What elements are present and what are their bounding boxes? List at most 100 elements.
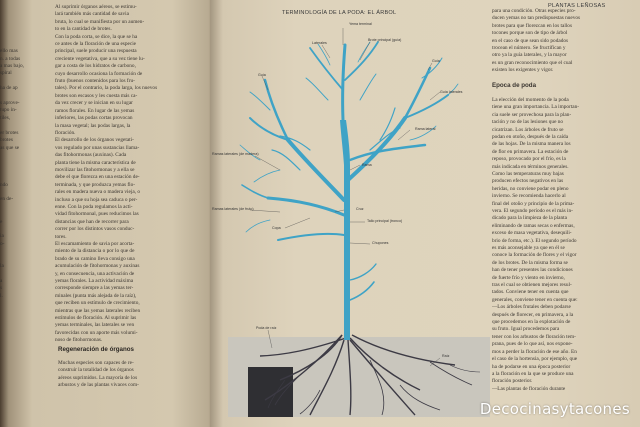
text-line: exceso de masa vegetativa, desequili- [492,230,572,237]
text-line: tados. Conviene tener en cuenta que [492,289,569,296]
text-line: distancias que han de recorrer para [55,218,129,225]
text-line: das fitohormonas (auxinas). Cada [55,152,127,159]
watermark: Decocinasytacones [479,400,630,418]
text-line [492,89,630,96]
label-chupones: Chupones [372,241,389,245]
text-line: Como las temperaturas muy bajas [492,170,564,177]
text-line: aéreos suprimidos. La mayoría de los [58,374,138,381]
text-line: conoce la formación de flores y el vigor [492,252,577,259]
text-line: a la floración en la que se produce una [492,370,574,377]
text-line: El desarrollo de los órganos vegetati- [55,137,134,144]
label-rama-lateral: Rama lateral [415,127,436,131]
text-line: Con la poda corta, se dice, la que se ha [55,33,138,40]
text-line: acumulación de fitohormonas y auxinas [55,263,140,270]
text-line: trocean el número. Se fructifican y [492,45,566,52]
text-line: la masa vegetal; las podas largas, la [55,122,131,129]
text-line: s aprove- [0,100,20,107]
text-line: otro ya la guía laterales, y la mayor [492,52,567,59]
text-line: mientras que las yemas laterales reciben [55,307,141,314]
text-line: que procedemos en la explotación de [492,319,571,326]
text-line: vidad fitohormonal, pues reducimos las [55,211,139,218]
text-line: de flor en primavera. La estación de [492,148,569,155]
text-line: brotes [0,137,13,144]
text-line: e [0,218,3,225]
text-line: cuyo desarrollo ocasiona la formación de [55,70,143,77]
section-heading-epoca-de-poda: Época de poda [492,82,537,90]
text-line: tores. [55,233,67,240]
text-line: noso de fitohormonas. [55,337,103,344]
text-line: de los brotes. De la misma forma se [492,259,568,266]
text-line [0,256,26,263]
text-line: principal, suele producir una respuesta [55,48,137,55]
label-guia-left: Guía [258,73,266,77]
text-line: ia [0,233,4,240]
text-line: de las hojas. De la misma manera los [492,141,571,148]
text-line: después de florecer, en primavera, a la [492,311,574,318]
text-line: yemas terminales, las laterales se ven [55,322,135,329]
text-line: brotes para que florezcan en los tallos [492,22,573,29]
pruning-tree-diagram [228,28,490,417]
text-line: de fuerte frío y viento en invierno, [492,274,565,281]
text-line [0,211,26,218]
text-line: tocones porque son de tipo de árbol [492,30,568,37]
text-line: n. a todas [0,55,21,62]
text-line [0,93,26,100]
text-line: miento de la distancia o por lo que de [55,248,135,255]
text-line: planta tiene la misma característica de [55,159,136,166]
label-tallo-principal: Tallo principal (tronco) [367,219,403,223]
text-line: Muchas especies son capaces de re- [58,360,134,366]
text-line: enne. Con la poda regulamos la acti- [55,203,133,210]
left-main-text-column: Al suprimir órganos aéreos, se estimu-la… [55,4,193,345]
text-line: para una condición. Otras especies pro- [492,8,576,14]
text-line [0,300,26,307]
text-line: en de- [0,196,14,203]
text-line [0,41,26,48]
text-line: correr por los distintos vasos conduc- [55,226,135,233]
text-line [0,159,26,166]
text-line: existen los exigentes y vigor. [492,67,554,74]
text-line: final del otoño y principio de la prima- [492,200,575,207]
text-line: a mas bajo, [0,63,24,70]
text-line: bruta, lo cual se manifiesta por un aume… [55,18,145,25]
running-head: PLANTAS LEÑOSAS [548,3,606,9]
text-line: ndo [0,181,8,188]
text-line: El escamamiento de savia por acorta- [55,241,135,247]
text-line [0,152,26,159]
text-line: el caso de la hortensia, por ejemplo, qu… [492,356,578,363]
label-guia-laterales: Guía laterales [440,90,463,94]
text-line: en el caso de que sean sido podados [492,37,569,44]
label-raiz: Raíz [442,354,450,358]
text-line: inferiores, las podas cortas provocan [55,115,133,122]
text-line: ha de ap [0,85,18,92]
text-line: invierno. Se recomienda hacerlo al [492,193,566,200]
text-line: favorecidas con un aporte más volumi- [55,329,138,336]
text-line: su fruto. Igual procedemos para [492,326,560,333]
text-line: corresponde siempre a las yemas ter- [55,285,134,292]
text-line [0,167,26,174]
trunk [340,120,350,340]
text-line: —Los árboles frutales deben podarse [492,304,571,311]
text-line: vos regulado por unas sustancias llama- [55,144,140,151]
text-line: ce antes de la floración de una especie [55,41,137,48]
text-line: estímulos de floración. Al suprimir las [55,315,137,322]
label-copa: Copa [272,226,281,230]
text-line: es un gran reconocimiento que el cual [492,59,573,66]
text-line: yemas florales. La actividad máxima [55,278,134,285]
text-line [0,78,26,85]
root-cut-shadow [248,367,293,417]
text-line [0,204,26,211]
label-poda-de-raiz: Poda de raíz [256,326,277,330]
text-line: producen efectos negativos en las [492,178,564,185]
text-line [0,226,26,233]
text-line: vera. El segundo período es el más in- [492,207,573,214]
text-line: ha de podarse en una época posterior [492,363,571,370]
text-line: y, en consecuencia, una activación de [55,270,135,277]
crown-branches [239,41,459,301]
text-line: l. [0,292,3,299]
label-yema-terminal: Yema terminal [349,22,372,26]
text-line: es más aconsejable ya que en él se [492,245,565,251]
root-system [259,334,481,416]
text-line: minales (punta más alejada de la raíz), [55,292,137,299]
